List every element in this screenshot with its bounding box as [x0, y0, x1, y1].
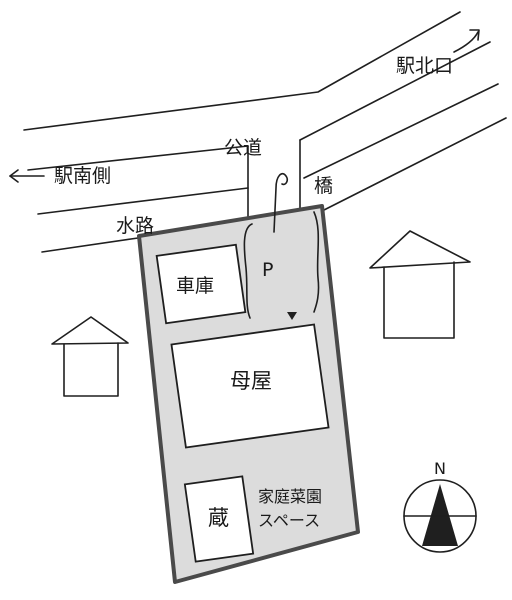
- road-lines: [23, 11, 507, 253]
- house-icon: [51, 316, 129, 397]
- arrow-left-icon: [9, 169, 45, 183]
- house-icon: [369, 230, 471, 339]
- storehouse-building: [183, 475, 255, 563]
- triangle-down-icon: [287, 312, 297, 320]
- garage-building: [155, 243, 247, 325]
- compass-north-label: N: [434, 459, 446, 478]
- bridge-label: 橋: [314, 175, 333, 197]
- main-house-building: [170, 323, 330, 449]
- road-south-edge-left: [27, 145, 249, 171]
- public-road-label: 公道: [224, 137, 262, 159]
- station-north-label: 駅北口: [396, 55, 453, 77]
- main-house-label: 母屋: [230, 369, 272, 393]
- parking-label: P: [262, 259, 273, 281]
- access-road: [247, 139, 301, 219]
- garden-label-line2: スペース: [258, 511, 320, 530]
- waterway-north-edge-right: [303, 83, 499, 179]
- road-north-edge: [23, 11, 461, 131]
- road-south-edge-right: [299, 41, 491, 141]
- arrow-up-right-icon: [453, 29, 480, 53]
- waterway-south-edge-left: [41, 237, 139, 253]
- storehouse-label: 蔵: [208, 506, 229, 530]
- compass-north-icon: [403, 479, 477, 553]
- parking-area-outline: [243, 211, 320, 319]
- station-south-label: 駅南側: [54, 165, 111, 187]
- parking-arrow: [273, 172, 289, 233]
- waterway-label: 水路: [116, 215, 154, 237]
- garage-label: 車庫: [176, 275, 214, 297]
- garden-label-line1: 家庭菜園: [258, 487, 322, 506]
- waterway-north-edge-left: [37, 187, 249, 215]
- waterway-south-edge-right: [323, 117, 507, 211]
